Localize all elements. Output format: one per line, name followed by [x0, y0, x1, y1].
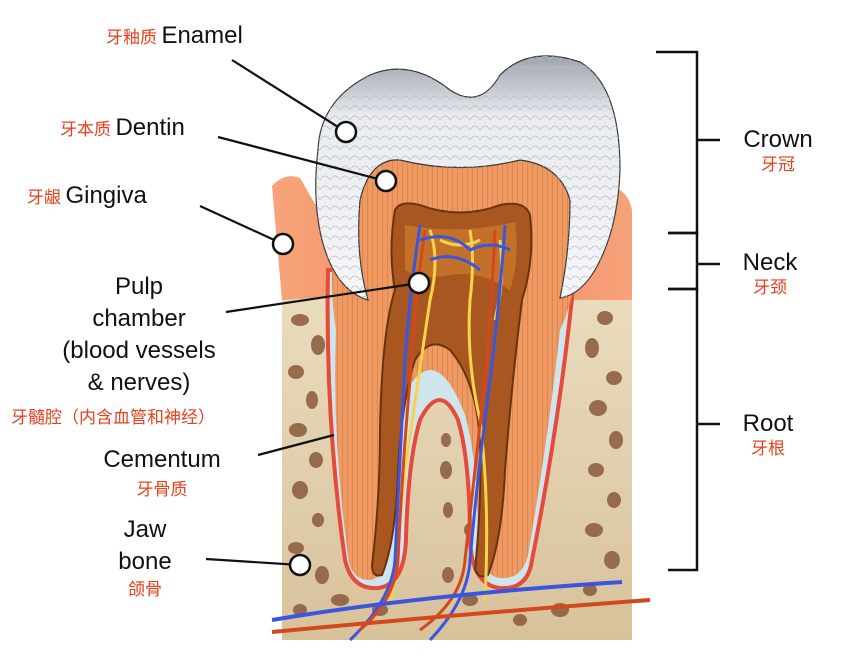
enamel-texture — [315, 55, 620, 300]
pulp-label-line-4: & nerves) — [87, 369, 191, 396]
jaw-bone-label-zh: 颌骨 — [128, 580, 162, 600]
gingiva-shape — [272, 176, 632, 300]
cementum-label-zh: 牙骨质 — [136, 480, 188, 500]
root-label: Root 牙根 — [728, 410, 808, 460]
gingiva-label-en: Gingiva — [65, 182, 147, 209]
cementum-label-en: Cementum — [103, 446, 221, 473]
jaw-bone-label-line-1: Jaw — [123, 516, 167, 543]
pulp-chamber-label: Pulp chamber (blood vessels & nerves) — [34, 271, 244, 399]
gingiva-label-zh: 牙龈 — [27, 188, 61, 208]
region-brackets — [656, 50, 720, 572]
root-label-en: Root — [742, 410, 794, 437]
jaw-bone-label-line-2: bone — [118, 548, 172, 575]
leader-lines — [199, 59, 420, 567]
crown-label-zh: 牙冠 — [761, 155, 795, 175]
gingiva-label: 牙龈 Gingiva — [27, 182, 147, 210]
enamel-label-zh: 牙釉质 — [106, 28, 157, 48]
crown-label-en: Crown — [743, 126, 813, 153]
dentin-label-zh: 牙本质 — [60, 120, 111, 140]
pulp-label-line-1: Pulp — [114, 273, 164, 300]
pulp-label-line-3: (blood vessels — [62, 337, 216, 364]
enamel-label: 牙釉质 Enamel — [106, 22, 243, 50]
cementum-label: Cementum 牙骨质 — [80, 444, 244, 504]
jaw-bone-label: Jaw bone 颌骨 — [105, 514, 185, 602]
leader-markers — [271, 120, 431, 577]
neck-label: Neck 牙颈 — [728, 249, 812, 299]
blood-vessels — [348, 224, 511, 642]
crown-label: Crown 牙冠 — [728, 126, 828, 176]
neck-label-zh: 牙颈 — [753, 278, 787, 298]
pulp-label-line-2: chamber — [92, 305, 186, 332]
neck-label-en: Neck — [742, 249, 798, 276]
base-vessels — [271, 580, 651, 634]
dentin-label: 牙本质 Dentin — [60, 114, 185, 142]
pulp-label-zh: 牙髓腔（内含血管和神经） — [11, 408, 215, 428]
enamel-label-en: Enamel — [161, 22, 243, 49]
root-label-zh: 牙根 — [751, 439, 785, 459]
dentin-label-en: Dentin — [115, 114, 185, 141]
